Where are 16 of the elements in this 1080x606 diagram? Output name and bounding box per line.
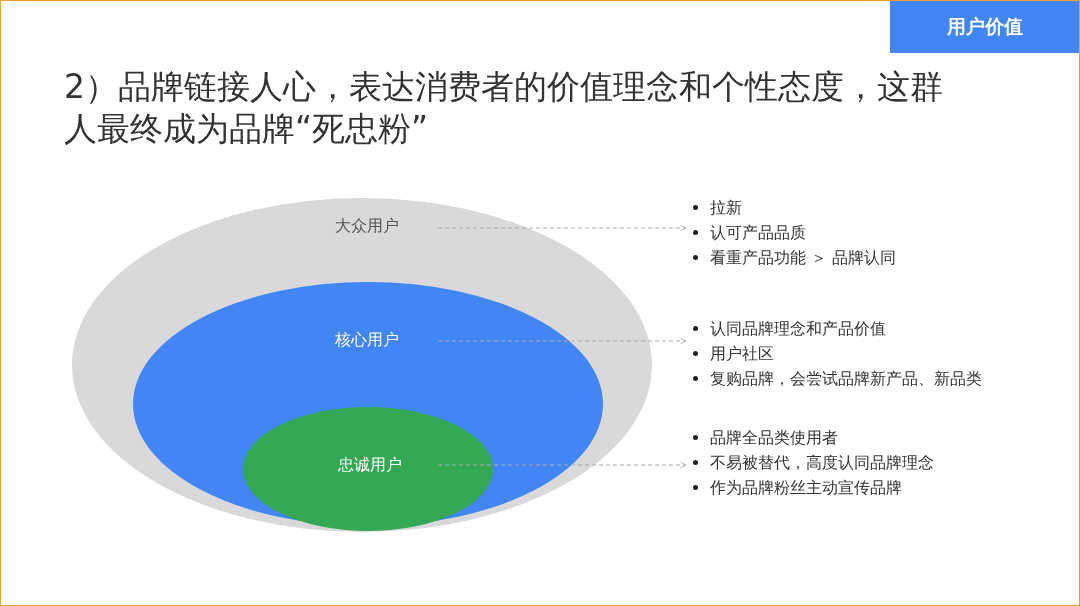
bullet-item: 复购品牌，会尝试品牌新产品、新品类 (688, 366, 1068, 391)
bullet-item: 认同品牌理念和产品价值 (688, 316, 1068, 341)
bullet-item: 作为品牌粉丝主动宣传品牌 (688, 475, 1068, 500)
bullet-item: 品牌全品类使用者 (688, 425, 1068, 450)
ellipse-layer (243, 407, 493, 531)
bullet-item: 拉新 (688, 195, 1068, 220)
section-tag: 用户价值 (890, 1, 1079, 53)
slide-title: 2）品牌链接人心，表达消费者的价值理念和个性态度，这群人最终成为品牌“死忠粉” (64, 66, 944, 150)
bullet-item: 不易被替代，高度认同品牌理念 (688, 450, 1068, 475)
layer-label: 忠诚用户 (338, 454, 402, 476)
layer-label: 大众用户 (335, 215, 399, 237)
ellipse-layer (72, 198, 652, 532)
layer-label: 核心用户 (335, 329, 399, 351)
bullet-item: 认可产品品质 (688, 220, 1068, 245)
bullet-item: 用户社区 (688, 341, 1068, 366)
bullet-item: 看重产品功能 ＞ 品牌认同 (688, 245, 1068, 270)
